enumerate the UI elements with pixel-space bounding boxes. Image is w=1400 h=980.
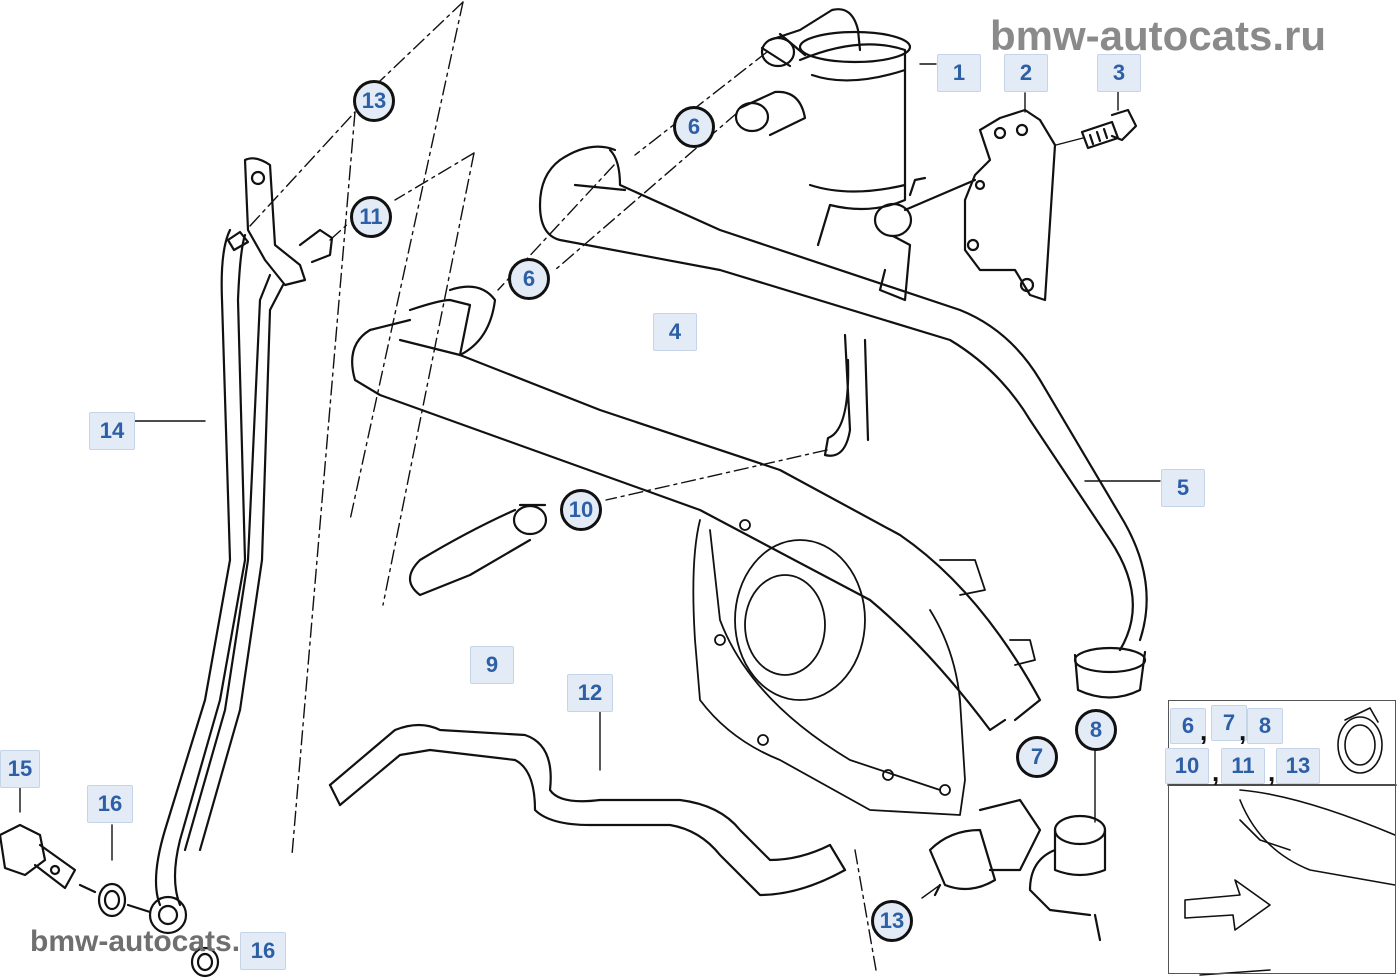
callout-part-4[interactable]: 4 <box>653 313 697 351</box>
callout-part-6-top[interactable]: 6 <box>673 106 715 148</box>
dashdot-frame <box>249 1 877 971</box>
kit-item-8[interactable]: 8 <box>1247 708 1283 744</box>
hose-upper <box>538 145 1148 699</box>
banjo-bolt <box>0 823 220 978</box>
wavy-hose <box>328 723 847 897</box>
callout-part-3[interactable]: 3 <box>1097 54 1141 92</box>
hose-clamp-kit-box <box>1168 700 1396 974</box>
callout-part-11[interactable]: 11 <box>350 196 392 238</box>
callout-part-12[interactable]: 12 <box>567 674 613 712</box>
callout-part-1[interactable]: 1 <box>937 54 981 92</box>
kit-illustrations <box>1167 707 1397 976</box>
callout-part-6-lower[interactable]: 6 <box>508 258 550 300</box>
valve-cluster <box>928 798 1107 942</box>
callout-part-9[interactable]: 9 <box>470 646 514 684</box>
callout-part-13-top[interactable]: 13 <box>353 80 395 122</box>
callout-part-7[interactable]: 7 <box>1016 736 1058 778</box>
small-hose <box>408 503 548 597</box>
bolt <box>1080 108 1138 150</box>
callout-part-16-top[interactable]: 16 <box>87 785 133 823</box>
callout-part-14[interactable]: 14 <box>89 412 135 450</box>
kit-item-6[interactable]: 6 <box>1170 708 1206 744</box>
kit-item-7[interactable]: 7 <box>1211 705 1247 741</box>
watermark-bottom: bmw-autocats.ru <box>30 925 271 958</box>
kit-separator: , <box>1239 716 1247 746</box>
kit-item-11[interactable]: 11 <box>1221 748 1265 784</box>
callout-part-5[interactable]: 5 <box>1161 469 1205 507</box>
callout-part-8[interactable]: 8 <box>1075 709 1117 751</box>
kit-separator: , <box>1200 716 1208 746</box>
bracket <box>903 108 1057 302</box>
leader-lines <box>19 63 1161 899</box>
kit-separator: , <box>1268 757 1276 787</box>
hose-lower <box>351 285 1042 732</box>
callout-part-2[interactable]: 2 <box>1004 54 1048 92</box>
kit-item-13[interactable]: 13 <box>1276 748 1320 784</box>
callout-part-10[interactable]: 10 <box>560 489 602 531</box>
valve-housing <box>692 519 1036 816</box>
oil-separator <box>734 8 927 457</box>
watermark-top: bmw-autocats.ru <box>990 12 1327 59</box>
callout-part-13-bottom[interactable]: 13 <box>871 900 913 942</box>
kit-separator: , <box>1212 757 1220 787</box>
callout-part-15[interactable]: 15 <box>0 750 40 788</box>
kit-item-10[interactable]: 10 <box>1165 748 1209 784</box>
oil-pipe <box>148 157 334 935</box>
callout-part-16-bottom[interactable]: 16 <box>240 932 286 970</box>
